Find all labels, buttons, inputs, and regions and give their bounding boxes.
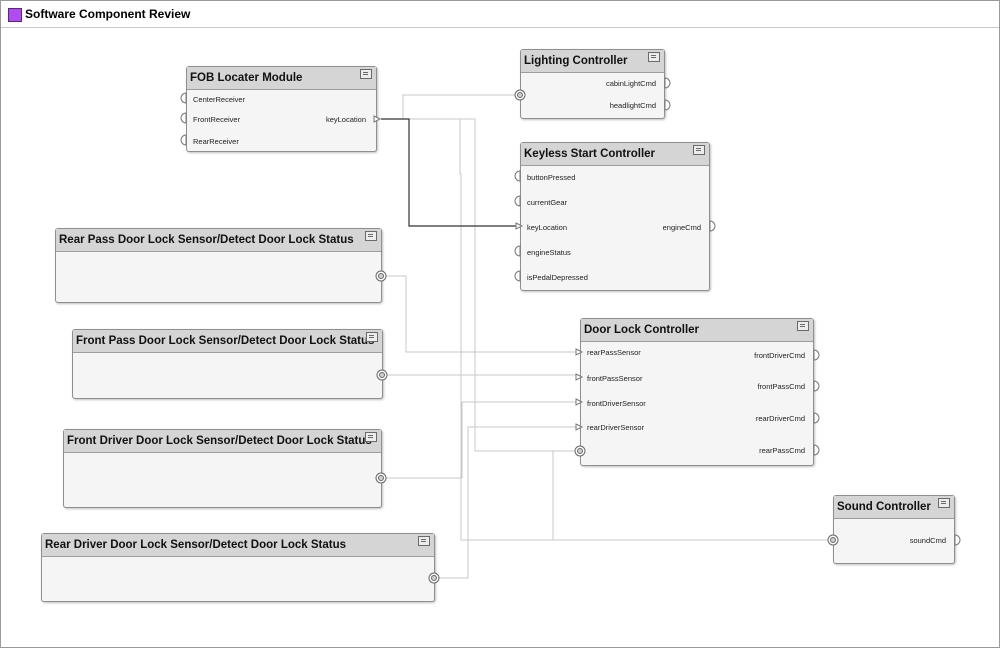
block-fob-locater-module[interactable]: FOB Locater Module CenterReceiver FrontR…: [186, 66, 377, 152]
port-label-sound-cmd: soundCmd: [909, 536, 946, 545]
port-label-rear-driver-cmd: rearDriverCmd: [755, 414, 805, 423]
wire-door-lock-to-sound: [552, 450, 578, 540]
model-icon: [8, 8, 22, 22]
port-label-rear-pass-cmd: rearPassCmd: [759, 446, 805, 455]
wire-front-driver-sensor: [381, 401, 578, 479]
title-bar: Software Component Review: [1, 1, 999, 28]
block-header: FOB Locater Module: [187, 67, 376, 90]
port-label-button-pressed: buttonPressed: [527, 173, 576, 182]
port-label-engine-cmd: engineCmd: [662, 223, 701, 232]
block-keyless-start-controller[interactable]: Keyless Start Controller buttonPressed c…: [520, 142, 710, 291]
block-title: Door Lock Controller: [584, 324, 700, 336]
port-label-front-receiver: FrontReceiver: [193, 115, 241, 124]
window-title: Software Component Review: [25, 7, 191, 21]
wire-fob-to-lighting: [381, 94, 518, 120]
block-header: Sound Controller: [834, 496, 954, 519]
block-title: Rear Driver Door Lock Sensor/Detect Door…: [45, 539, 346, 551]
component-icon: [797, 321, 809, 331]
port-label-headlight-cmd: headlightCmd: [609, 101, 656, 110]
block-title: Sound Controller: [837, 501, 931, 513]
block-title: Rear Pass Door Lock Sensor/Detect Door L…: [59, 234, 354, 246]
block-lighting-controller[interactable]: Lighting Controller cabinLightCmd headli…: [520, 49, 665, 119]
component-icon: [365, 231, 377, 241]
wire-fob-to-sound: [381, 118, 831, 541]
block-title: Keyless Start Controller: [524, 148, 656, 160]
wire-rear-pass-sensor: [381, 275, 578, 353]
port-label-key-location-out: keyLocation: [325, 115, 366, 124]
block-sound-controller[interactable]: Sound Controller soundCmd: [833, 495, 955, 564]
component-icon: [418, 536, 430, 546]
block-title: Lighting Controller: [524, 55, 628, 67]
block-header: Door Lock Controller: [581, 319, 813, 342]
block-title: FOB Locater Module: [190, 72, 303, 84]
block-title: Front Pass Door Lock Sensor/Detect Door …: [76, 335, 375, 347]
block-rear-driver-door-lock-sensor[interactable]: Rear Driver Door Lock Sensor/Detect Door…: [41, 533, 435, 602]
port-label-front-pass-cmd: frontPassCmd: [757, 382, 805, 391]
port-label-center-receiver: CenterReceiver: [193, 95, 246, 104]
block-header: Keyless Start Controller: [521, 143, 709, 166]
port-label-front-driver-sensor: frontDriverSensor: [587, 399, 646, 408]
block-header: Rear Pass Door Lock Sensor/Detect Door L…: [56, 229, 381, 252]
component-icon: [365, 432, 377, 442]
block-header: Front Driver Door Lock Sensor/Detect Doo…: [64, 430, 381, 453]
block-door-lock-controller[interactable]: Door Lock Controller rearPassSensor fron…: [580, 318, 814, 466]
port-label-current-gear: currentGear: [527, 198, 568, 207]
block-header: Lighting Controller: [521, 50, 664, 73]
port-label-engine-status: engineStatus: [527, 248, 571, 257]
component-icon: [938, 498, 950, 508]
port-label-rear-receiver: RearReceiver: [193, 137, 239, 146]
block-front-driver-door-lock-sensor[interactable]: Front Driver Door Lock Sensor/Detect Doo…: [63, 429, 382, 508]
port-label-rear-pass-sensor: rearPassSensor: [587, 348, 641, 357]
port-label-rear-driver-sensor: rearDriverSensor: [587, 423, 645, 432]
component-icon: [360, 69, 372, 79]
component-icon: [693, 145, 705, 155]
block-header: Rear Driver Door Lock Sensor/Detect Door…: [42, 534, 434, 557]
component-icon: [366, 332, 378, 342]
block-front-pass-door-lock-sensor[interactable]: Front Pass Door Lock Sensor/Detect Door …: [72, 329, 383, 399]
wire-key-location-selected: [381, 118, 518, 227]
block-header: Front Pass Door Lock Sensor/Detect Door …: [73, 330, 382, 353]
block-title: Front Driver Door Lock Sensor/Detect Doo…: [67, 435, 372, 447]
component-icon: [648, 52, 660, 62]
port-label-cabin-light-cmd: cabinLightCmd: [605, 79, 656, 88]
wire-front-pass-sensor: [382, 374, 579, 377]
wire-rear-driver-sensor: [434, 426, 578, 579]
port-label-key-location-in: keyLocation: [527, 223, 568, 232]
block-rear-pass-door-lock-sensor[interactable]: Rear Pass Door Lock Sensor/Detect Door L…: [55, 228, 382, 303]
port-label-is-pedal-depressed: isPedalDepressed: [527, 273, 588, 282]
port-label-front-driver-cmd: frontDriverCmd: [754, 351, 805, 360]
port-label-front-pass-sensor: frontPassSensor: [587, 374, 643, 383]
